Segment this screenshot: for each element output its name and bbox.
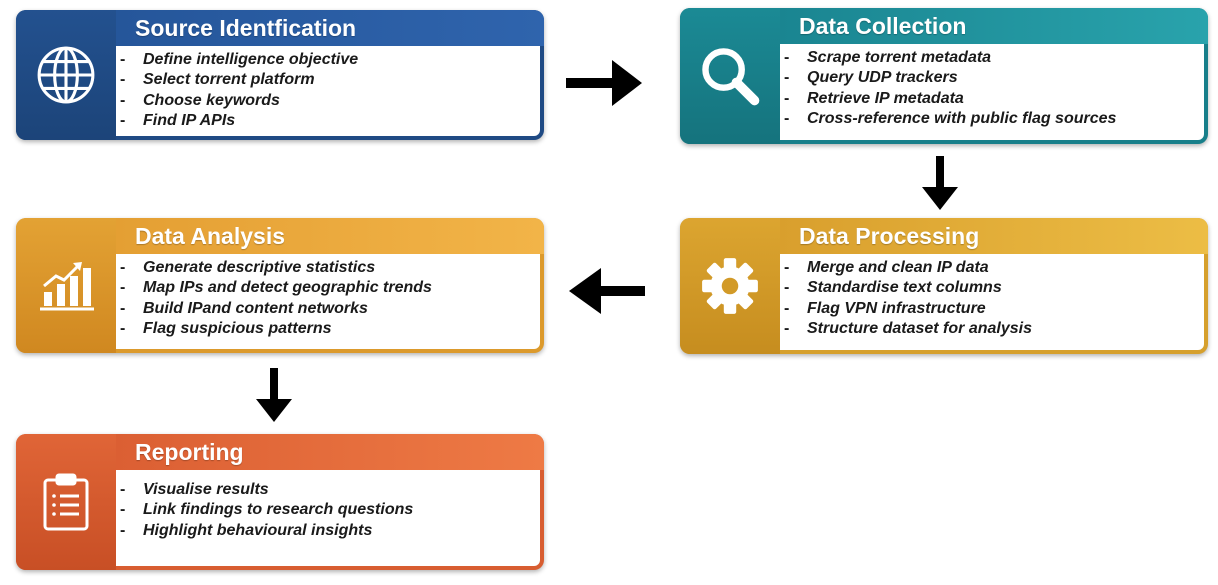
list-item: Retrieve IP metadata <box>780 89 1204 110</box>
list-item: Cross-reference with public flag sources <box>780 109 1204 130</box>
globe-icon <box>37 46 95 104</box>
list-item: Find IP APIs <box>116 111 540 132</box>
arrow-down <box>256 368 292 422</box>
step-source-identification: Source Identfication Define intelligence… <box>16 10 544 140</box>
arrow-left <box>569 268 645 314</box>
step-body: Merge and clean IP data Standardise text… <box>780 254 1204 350</box>
gear-icon <box>702 258 758 314</box>
list-item: Visualise results <box>116 480 540 501</box>
step-icon-panel <box>680 218 780 354</box>
list-item: Select torrent platform <box>116 70 540 91</box>
step-data-collection: Data Collection Scrape torrent metadata … <box>680 8 1208 144</box>
step-item-list: Scrape torrent metadata Query UDP tracke… <box>780 44 1204 130</box>
step-data-analysis: Data Analysis Generate descriptive stati… <box>16 218 544 353</box>
list-item: Flag VPN infrastructure <box>780 299 1204 320</box>
step-title: Data Collection <box>780 8 1208 44</box>
list-item: Choose keywords <box>116 91 540 112</box>
list-item: Map IPs and detect geographic trends <box>116 278 540 299</box>
list-item: Define intelligence objective <box>116 50 540 71</box>
step-item-list: Merge and clean IP data Standardise text… <box>780 254 1204 340</box>
list-item: Structure dataset for analysis <box>780 319 1204 340</box>
arrow-down <box>922 156 958 210</box>
step-reporting: Reporting Visualise results Link finding… <box>16 434 544 570</box>
step-item-list: Visualise results Link findings to resea… <box>116 470 540 542</box>
step-title: Data Processing <box>780 218 1208 254</box>
step-body: Generate descriptive statistics Map IPs … <box>116 254 540 349</box>
magnifier-icon <box>702 48 760 106</box>
step-body: Define intelligence objective Select tor… <box>116 46 540 136</box>
step-item-list: Generate descriptive statistics Map IPs … <box>116 254 540 340</box>
list-item: Scrape torrent metadata <box>780 48 1204 69</box>
step-icon-panel <box>16 218 116 353</box>
list-item: Generate descriptive statistics <box>116 258 540 279</box>
bar-chart-icon <box>40 261 94 310</box>
step-title: Reporting <box>116 434 544 470</box>
list-item: Highlight behavioural insights <box>116 521 540 542</box>
list-item: Query UDP trackers <box>780 68 1204 89</box>
step-title: Source Identfication <box>116 10 544 46</box>
clipboard-icon <box>43 473 89 531</box>
arrow-right <box>566 60 642 106</box>
step-body: Visualise results Link findings to resea… <box>116 470 540 566</box>
step-icon-panel <box>16 434 116 570</box>
step-icon-panel <box>680 8 780 144</box>
step-item-list: Define intelligence objective Select tor… <box>116 46 540 132</box>
step-body: Scrape torrent metadata Query UDP tracke… <box>780 44 1204 140</box>
list-item: Merge and clean IP data <box>780 258 1204 279</box>
list-item: Flag suspicious patterns <box>116 319 540 340</box>
list-item: Standardise text columns <box>780 278 1204 299</box>
list-item: Link findings to research questions <box>116 500 540 521</box>
step-icon-panel <box>16 10 116 140</box>
list-item: Build IPand content networks <box>116 299 540 320</box>
step-data-processing: Data Processing Merge and clean IP data … <box>680 218 1208 354</box>
step-title: Data Analysis <box>116 218 544 254</box>
